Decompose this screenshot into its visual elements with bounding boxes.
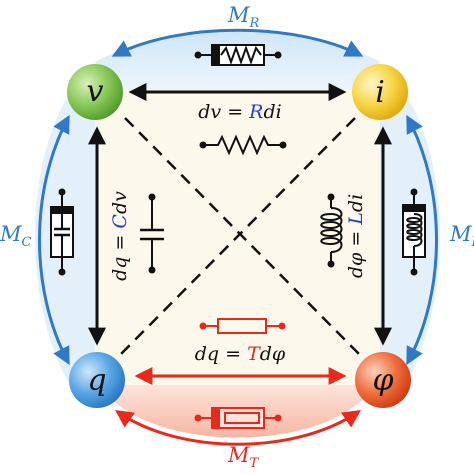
mc-arc-arrow [38, 114, 70, 366]
mr-arc-arrow [111, 28, 364, 57]
label-mt: MT [227, 443, 260, 471]
resistor-icon [199, 134, 287, 156]
inductor-icon [320, 193, 343, 268]
node-i: i [352, 64, 408, 120]
node-q-label: q [87, 363, 106, 398]
v-phi-diagonal [124, 117, 361, 356]
node-phi: φ [355, 352, 411, 408]
ml-arc-arrow [406, 114, 438, 366]
inner-arrows [88, 83, 392, 385]
equation-bottom: dq = Tdφ [195, 343, 286, 365]
mt-arc-arrow [115, 409, 361, 446]
node-phi-label: φ [372, 363, 393, 398]
equation-left: dq = Cdv [109, 191, 131, 281]
memristor-resistor-icon [194, 44, 282, 66]
label-mr: MR [227, 3, 260, 31]
i-q-diagonal [119, 117, 356, 356]
memristor-inductor-icon [402, 188, 426, 276]
node-i-label: i [375, 75, 385, 110]
node-v-label: v [87, 74, 104, 109]
capacitor-icon [140, 193, 164, 274]
transistor-element-icon [199, 318, 286, 334]
node-v: v [67, 64, 123, 120]
outer-arrows [38, 28, 438, 446]
node-q: q [69, 352, 125, 408]
label-ml: ML [449, 222, 474, 250]
memristor-t-icon [194, 407, 282, 429]
memristor-capacitor-icon [50, 188, 74, 276]
equation-top: dv = Rdi [198, 101, 281, 123]
equation-right: dφ = Ldi [345, 194, 367, 278]
label-mc: MC [0, 222, 32, 250]
